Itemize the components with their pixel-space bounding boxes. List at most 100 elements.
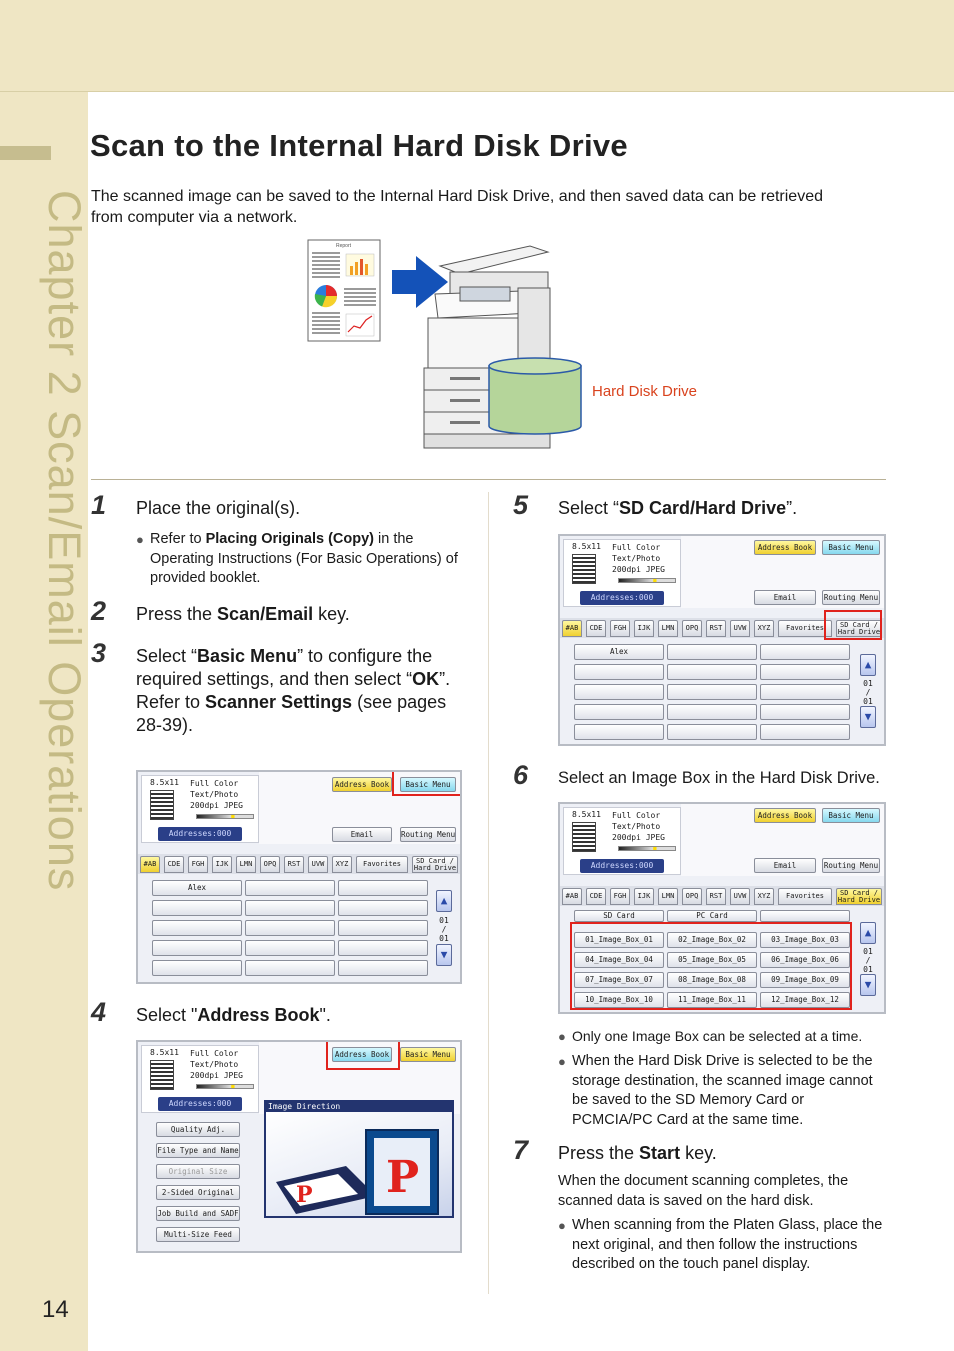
sd-card-button[interactable]: SD Card (574, 910, 664, 922)
scroll-up-icon[interactable]: ▲ (860, 654, 876, 676)
tab-favorites[interactable]: Favorites (778, 888, 832, 905)
address-cell[interactable] (760, 684, 850, 700)
scroll-up-icon[interactable]: ▲ (860, 922, 876, 944)
image-box-04[interactable]: 04_Image_Box_04 (574, 952, 664, 968)
address-cell[interactable] (338, 940, 428, 956)
email-button[interactable]: Email (754, 590, 816, 605)
address-cell[interactable] (667, 664, 757, 680)
tab-cde[interactable]: CDE (586, 888, 606, 905)
multi-size-feed-button[interactable]: Multi-Size Feed (156, 1227, 240, 1242)
address-cell[interactable] (338, 880, 428, 896)
address-entry-alex[interactable]: Alex (152, 880, 242, 896)
image-box-01[interactable]: 01_Image_Box_01 (574, 932, 664, 948)
tab-sd-card-hard-drive[interactable]: SD Card /Hard Drive (836, 620, 882, 637)
tab-fgh[interactable]: FGH (188, 856, 208, 873)
image-box-11[interactable]: 11_Image_Box_11 (667, 992, 757, 1008)
tab-opq[interactable]: OPQ (682, 620, 702, 637)
address-cell[interactable] (667, 704, 757, 720)
address-cell[interactable] (245, 920, 335, 936)
image-box-05[interactable]: 05_Image_Box_05 (667, 952, 757, 968)
pc-card-button[interactable]: PC Card (667, 910, 757, 922)
routing-menu-button[interactable]: Routing Menu (400, 827, 456, 842)
tab-rst[interactable]: RST (706, 620, 726, 637)
tab-favorites[interactable]: Favorites (356, 856, 408, 873)
tab-fgh[interactable]: FGH (610, 620, 630, 637)
tab-cde[interactable]: CDE (586, 620, 606, 637)
tab-ab[interactable]: #AB (562, 620, 582, 637)
tab-ijk[interactable]: IJK (634, 620, 654, 637)
tab-favorites[interactable]: Favorites (778, 620, 832, 637)
address-cell[interactable] (338, 920, 428, 936)
tab-fgh[interactable]: FGH (610, 888, 630, 905)
address-cell[interactable] (152, 940, 242, 956)
address-cell[interactable] (245, 880, 335, 896)
original-size-button[interactable]: Original Size (156, 1164, 240, 1179)
basic-menu-button[interactable]: Basic Menu (400, 1047, 456, 1062)
image-box-12[interactable]: 12_Image_Box_12 (760, 992, 850, 1008)
image-box-02[interactable]: 02_Image_Box_02 (667, 932, 757, 948)
image-box-09[interactable]: 09_Image_Box_09 (760, 972, 850, 988)
routing-menu-button[interactable]: Routing Menu (822, 590, 880, 605)
address-cell[interactable] (667, 684, 757, 700)
address-cell[interactable] (760, 704, 850, 720)
address-cell[interactable] (152, 900, 242, 916)
basic-menu-button[interactable]: Basic Menu (822, 540, 880, 555)
image-box-07[interactable]: 07_Image_Box_07 (574, 972, 664, 988)
address-cell[interactable] (667, 644, 757, 660)
tab-rst[interactable]: RST (706, 888, 726, 905)
address-cell[interactable] (245, 900, 335, 916)
storage-cell[interactable] (760, 910, 850, 922)
address-entry-alex[interactable]: Alex (574, 644, 664, 660)
address-cell[interactable] (152, 960, 242, 976)
address-cell[interactable] (574, 724, 664, 740)
address-cell[interactable] (574, 704, 664, 720)
address-cell[interactable] (338, 900, 428, 916)
two-sided-original-button[interactable]: 2-Sided Original (156, 1185, 240, 1200)
file-type-name-button[interactable]: File Type and Name (156, 1143, 240, 1158)
job-build-sadf-button[interactable]: Job Build and SADF (156, 1206, 240, 1221)
tab-opq[interactable]: OPQ (260, 856, 280, 873)
tab-lmn[interactable]: LMN (658, 620, 678, 637)
image-box-08[interactable]: 08_Image_Box_08 (667, 972, 757, 988)
tab-sd-card-hard-drive[interactable]: SD Card /Hard Drive (412, 856, 458, 873)
tab-lmn[interactable]: LMN (658, 888, 678, 905)
address-cell[interactable] (245, 960, 335, 976)
scroll-up-icon[interactable]: ▲ (436, 890, 452, 912)
email-button[interactable]: Email (754, 858, 816, 873)
tab-xyz[interactable]: XYZ (754, 888, 774, 905)
tab-ab[interactable]: #AB (140, 856, 160, 873)
address-cell[interactable] (574, 684, 664, 700)
image-box-10[interactable]: 10_Image_Box_10 (574, 992, 664, 1008)
email-button[interactable]: Email (332, 827, 392, 842)
tab-uvw[interactable]: UVW (730, 888, 750, 905)
tab-sd-card-hard-drive[interactable]: SD Card /Hard Drive (836, 888, 882, 905)
scroll-down-icon[interactable]: ▼ (860, 974, 876, 996)
tab-xyz[interactable]: XYZ (332, 856, 352, 873)
quality-adj-button[interactable]: Quality Adj. (156, 1122, 240, 1137)
tab-rst[interactable]: RST (284, 856, 304, 873)
address-cell[interactable] (667, 724, 757, 740)
tab-cde[interactable]: CDE (164, 856, 184, 873)
tab-xyz[interactable]: XYZ (754, 620, 774, 637)
tab-ijk[interactable]: IJK (212, 856, 232, 873)
tab-uvw[interactable]: UVW (730, 620, 750, 637)
address-book-button[interactable]: Address Book (332, 1047, 392, 1062)
image-box-03[interactable]: 03_Image_Box_03 (760, 932, 850, 948)
address-book-button[interactable]: Address Book (754, 808, 816, 823)
scroll-down-icon[interactable]: ▼ (860, 706, 876, 728)
tab-ijk[interactable]: IJK (634, 888, 654, 905)
address-cell[interactable] (245, 940, 335, 956)
tab-uvw[interactable]: UVW (308, 856, 328, 873)
address-cell[interactable] (338, 960, 428, 976)
tab-ab[interactable]: #AB (562, 888, 582, 905)
basic-menu-button[interactable]: Basic Menu (400, 777, 456, 792)
tab-opq[interactable]: OPQ (682, 888, 702, 905)
address-cell[interactable] (760, 644, 850, 660)
routing-menu-button[interactable]: Routing Menu (822, 858, 880, 873)
address-book-button[interactable]: Address Book (754, 540, 816, 555)
tab-lmn[interactable]: LMN (236, 856, 256, 873)
basic-menu-button[interactable]: Basic Menu (822, 808, 880, 823)
scroll-down-icon[interactable]: ▼ (436, 944, 452, 966)
address-cell[interactable] (760, 724, 850, 740)
address-cell[interactable] (760, 664, 850, 680)
